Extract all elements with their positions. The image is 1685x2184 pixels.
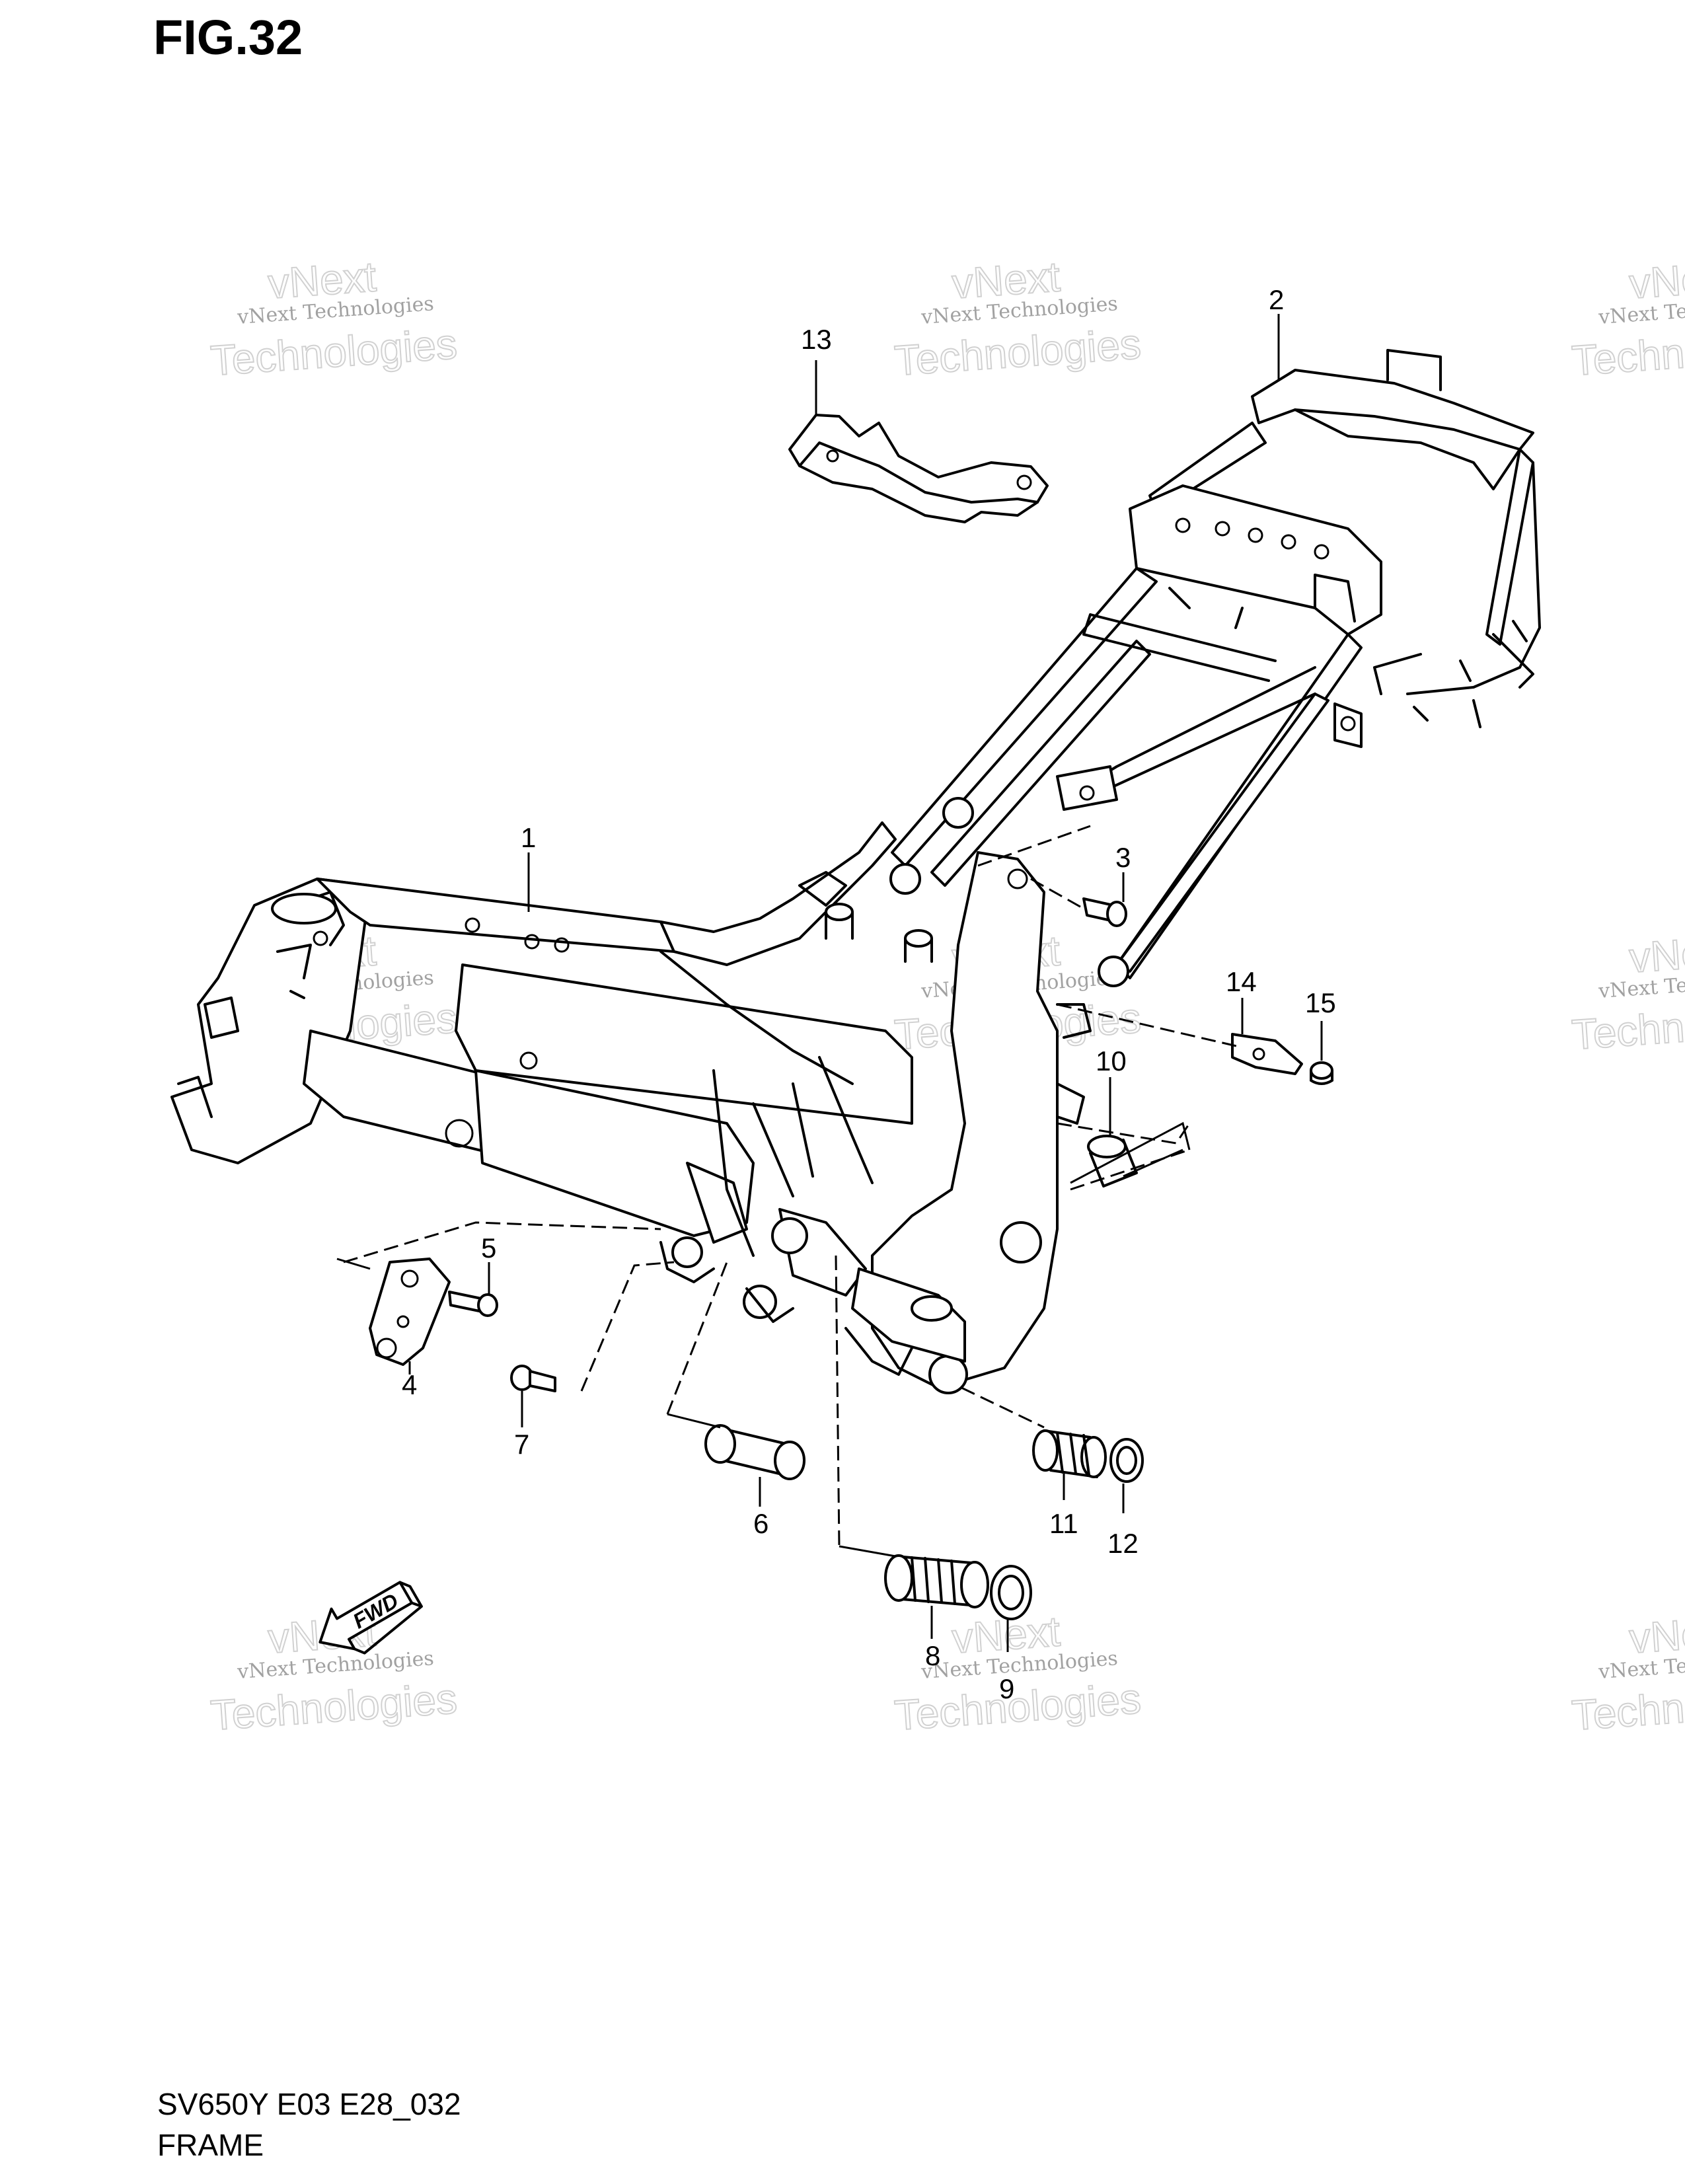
callout-7: 7: [514, 1429, 529, 1460]
part-lock-nut-12: [1109, 1438, 1144, 1483]
part-clamp-bolt: [1310, 1061, 1333, 1085]
callout-4: 4: [402, 1369, 417, 1400]
svg-text:vNext: vNext: [1628, 1607, 1685, 1662]
watermark: vNext Technologies vNext Technologies: [1569, 1606, 1685, 1740]
callout-12: 12: [1107, 1528, 1139, 1559]
svg-text:Technologies: Technologies: [1570, 994, 1685, 1059]
callout-8: 8: [925, 1640, 940, 1671]
callout-11: 11: [1049, 1508, 1078, 1539]
watermark: vNext Technologies vNext Technologies: [892, 252, 1143, 385]
part-seat-rail: [889, 349, 1541, 987]
part-adjuster-11: [1032, 1429, 1107, 1478]
callout-5: 5: [481, 1232, 496, 1263]
svg-text:Technologies: Technologies: [1570, 320, 1685, 385]
part-seat-rail-bolt: [1082, 897, 1127, 927]
leader-lines: [336, 314, 1323, 1652]
section-name: FRAME: [157, 2128, 264, 2162]
watermark: vNext Technologies vNext Technologies: [1569, 926, 1685, 1059]
svg-text:Technologies: Technologies: [209, 1675, 459, 1739]
part-adjuster-8: [884, 1554, 989, 1608]
model-code: SV650Y E03 E28_032: [157, 2087, 461, 2121]
part-clamp: [1231, 1033, 1303, 1075]
callout-3: 3: [1115, 842, 1131, 873]
callout-6: 6: [753, 1508, 768, 1539]
callout-9: 9: [999, 1673, 1014, 1704]
callout-2: 2: [1269, 284, 1284, 315]
callout-14: 14: [1226, 966, 1257, 997]
watermark: vNext Technologies vNext Technologies: [208, 252, 459, 385]
part-bracket-plate: [369, 1258, 451, 1366]
part-lock-nut-9: [990, 1565, 1032, 1620]
part-bolt-7: [510, 1365, 556, 1392]
watermark-group: vNext Technologies vNext Technologies vN…: [208, 252, 1685, 1740]
callout-1: 1: [521, 822, 536, 853]
svg-text:vNext: vNext: [1628, 926, 1685, 981]
watermark: vNext Technologies vNext Technologies: [1569, 252, 1685, 385]
svg-text:Technologies: Technologies: [1570, 1675, 1685, 1739]
svg-text:Technologies: Technologies: [893, 320, 1142, 385]
part-main-frame: [170, 821, 1092, 1394]
callout-15: 15: [1305, 987, 1336, 1018]
figure-title: FIG.32: [153, 10, 303, 65]
part-cover-bracket: [788, 414, 1049, 523]
svg-text:vNext: vNext: [950, 252, 1061, 307]
svg-text:vNext: vNext: [1628, 252, 1685, 307]
callout-13: 13: [801, 324, 832, 355]
part-spacer-6: [704, 1424, 805, 1480]
callout-10: 10: [1096, 1045, 1127, 1076]
svg-text:Technologies: Technologies: [209, 320, 459, 385]
svg-text:vNext: vNext: [266, 252, 377, 307]
svg-text:Technologies: Technologies: [893, 1675, 1142, 1739]
callout-labels: 1 2 3 4 5 6 7 8 9 10 11 12 13 14 15: [402, 284, 1336, 1704]
part-bracket-bolt: [448, 1291, 498, 1317]
